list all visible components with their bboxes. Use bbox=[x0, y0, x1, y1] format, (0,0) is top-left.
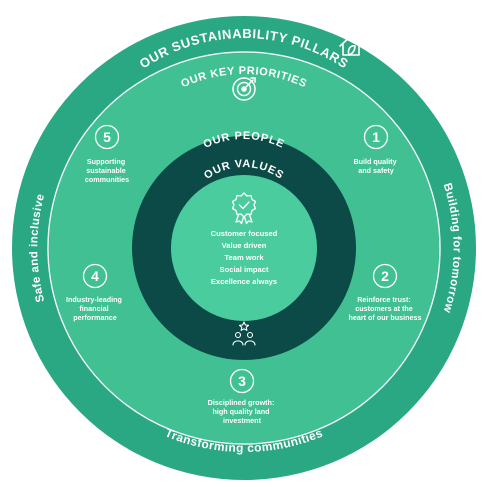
priority-3-text: Disciplined growth: high quality land in… bbox=[208, 398, 277, 425]
people-star-icon bbox=[232, 321, 256, 346]
priority-3: 3 Disciplined growth: high quality land … bbox=[208, 368, 277, 425]
values-list: Customer focused Value driven Team work … bbox=[211, 229, 278, 286]
priority-3-number-circle bbox=[229, 368, 255, 394]
priority-2-number: 2 bbox=[381, 268, 389, 284]
priority-1-number: 1 bbox=[372, 129, 380, 145]
priority-4-number: 4 bbox=[91, 268, 99, 284]
priority-2: 2 Reinforce trust: customers at the hear… bbox=[348, 263, 422, 322]
house-leaf-icon bbox=[339, 35, 363, 56]
priority-2-text: Reinforce trust: customers at the heart … bbox=[348, 295, 421, 322]
priority-4-number-circle bbox=[82, 263, 108, 289]
priority-1-text: Build quality and safety bbox=[353, 157, 398, 175]
priority-5-text: Supporting sustainable communities bbox=[85, 157, 129, 184]
value-item: Excellence always bbox=[211, 277, 277, 286]
priority-2-number-circle bbox=[372, 263, 398, 289]
priority-3-number: 3 bbox=[238, 373, 246, 389]
priority-4: 4 Industry-leading financial performance bbox=[66, 263, 124, 322]
priority-5-number-circle bbox=[94, 124, 120, 150]
target-icon bbox=[232, 77, 256, 101]
priority-5: 5 Supporting sustainable communities bbox=[85, 124, 129, 184]
outer-ring-divider bbox=[47, 51, 441, 445]
priority-5-number: 5 bbox=[103, 129, 111, 145]
priority-1: 1 Build quality and safety bbox=[353, 124, 398, 175]
value-item: Value driven bbox=[222, 241, 267, 250]
value-item: Customer focused bbox=[211, 229, 278, 238]
values-core bbox=[171, 175, 317, 321]
value-item: Team work bbox=[224, 253, 264, 262]
value-item: Social impact bbox=[220, 265, 269, 274]
award-badge-icon bbox=[231, 192, 257, 225]
priority-4-text: Industry-leading financial performance bbox=[66, 295, 124, 322]
priority-1-number-circle bbox=[363, 124, 389, 150]
